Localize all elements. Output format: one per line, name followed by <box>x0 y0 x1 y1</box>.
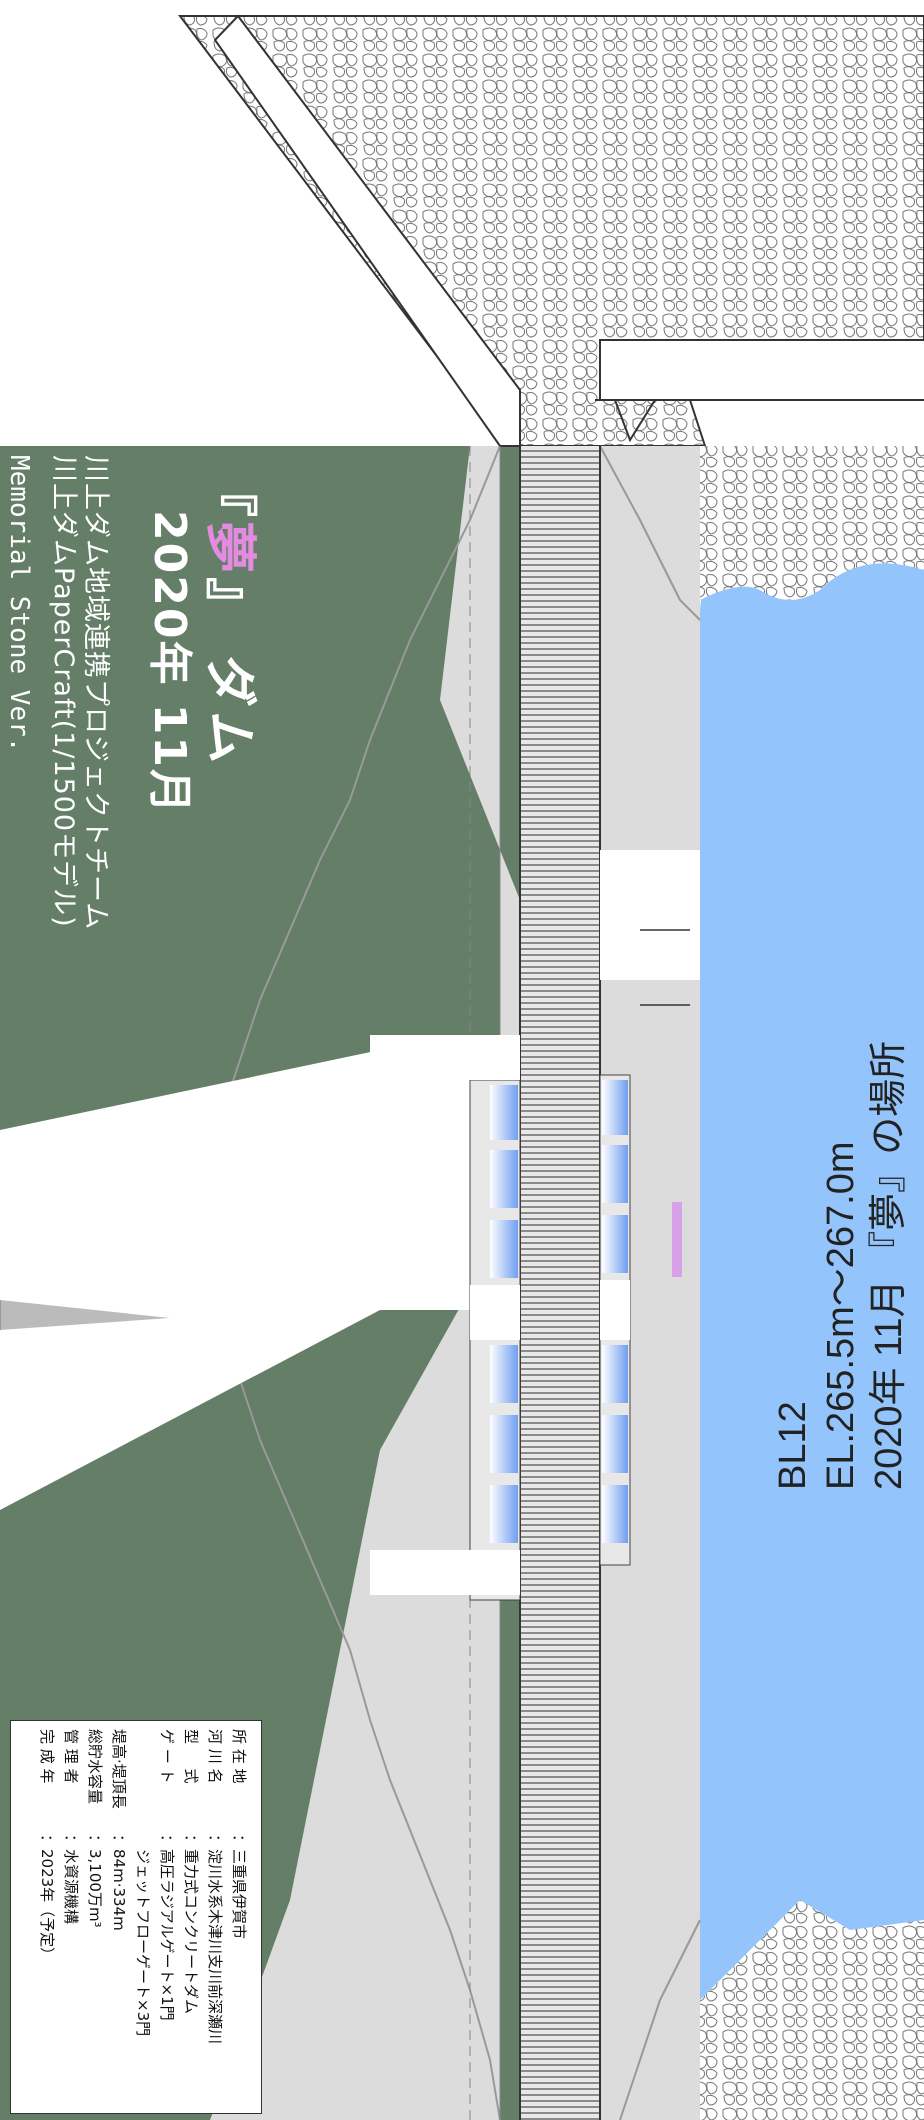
location-elevation: EL.265.5m〜267.0m <box>820 1141 862 1490</box>
papercraft-line: 川上ダムPaperCraft(1/1500モデル) <box>48 455 79 928</box>
spec-row: 堤高·堤頂長 ：84m·334m <box>107 1729 131 2044</box>
spec-row: ジェットフローゲート×3門 <box>131 1729 155 2044</box>
spec-row: 型 式 ：重力式コンクリートダム <box>179 1729 203 2044</box>
dam-crest <box>520 446 600 2120</box>
spec-value: ：水資源機構 <box>62 1834 80 1925</box>
spec-value: ：高圧ラジアルゲート×1門 <box>158 1834 176 2021</box>
spec-value: ジェットフローゲート×3門 <box>134 1834 152 2037</box>
spec-row: 所 在 地 ：三重県伊賀市 <box>227 1729 251 2044</box>
spec-label: 所 在 地 <box>230 1729 248 1784</box>
spec-label: 堤高·堤頂長 <box>110 1729 128 1809</box>
memorial-line: Memorial Stone Ver. <box>4 455 34 753</box>
dam-date: 2020年 11月 <box>144 510 195 816</box>
spec-label: 河 川 名 <box>206 1729 224 1784</box>
spec-label: ゲ ー ト <box>158 1729 176 1784</box>
spec-value: ：淀川水系木津川支川前深瀬川 <box>206 1834 224 2045</box>
spec-value: ：3,100万m³ <box>86 1834 104 1928</box>
spec-row: ゲ ー ト ：高圧ラジアルゲート×1門 <box>155 1729 179 2044</box>
spec-value: ：84m·334m <box>110 1834 128 1931</box>
spec-value: ：三重県伊賀市 <box>230 1834 248 1940</box>
spec-row: 完 成 年 ：2023年（予定） <box>35 1729 59 2044</box>
location-caption: 2020年 11月 『夢』の場所 <box>868 1040 910 1490</box>
spec-value: ：重力式コンクリートダム <box>182 1834 200 2015</box>
spec-row: 河 川 名 ：淀川水系木津川支川前深瀬川 <box>203 1729 227 2044</box>
dream-location-marker <box>672 1202 682 1277</box>
dam-title: 『夢』 ダム <box>199 465 259 768</box>
spec-box: 所 在 地 ：三重県伊賀市 河 川 名 ：淀川水系木津川支川前深瀬川 型 式 ：重力式コン… <box>10 1720 262 2114</box>
spec-row: 総貯水容量 ：3,100万m³ <box>83 1729 107 2044</box>
spec-value: ：2023年（予定） <box>38 1834 56 1963</box>
spec-label: 完 成 年 <box>38 1729 56 1784</box>
location-block: BL12 <box>772 1401 814 1490</box>
spec-label: 型 式 <box>182 1729 200 1784</box>
spec-label: 管 理 者 <box>62 1729 80 1784</box>
spec-row: 管 理 者 ：水資源機構 <box>59 1729 83 2044</box>
spec-label: 総貯水容量 <box>86 1729 104 1805</box>
reservoir-water <box>700 560 924 2000</box>
